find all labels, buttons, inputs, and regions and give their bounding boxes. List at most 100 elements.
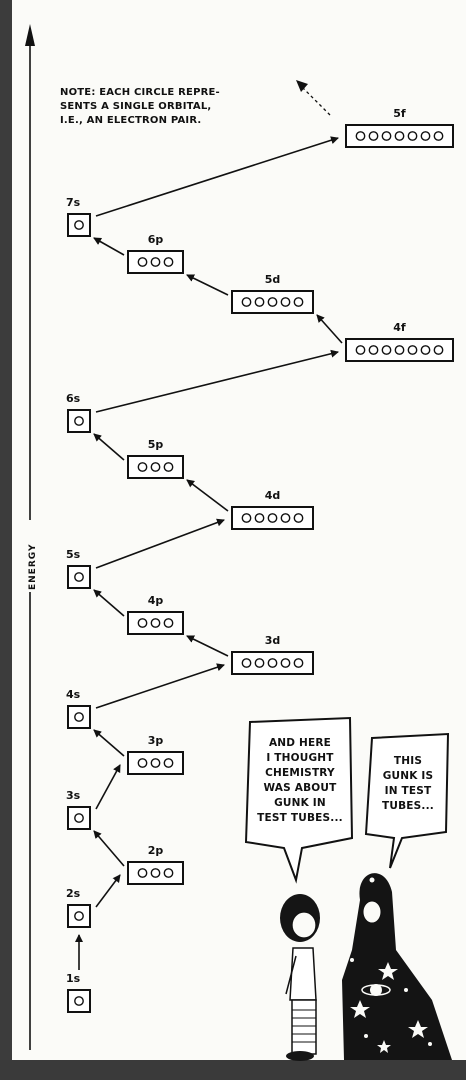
orbital-4f: 4f — [345, 321, 454, 362]
note-line-3: I.E., AN ELECTRON PAIR. — [60, 115, 201, 126]
orbital-circle — [381, 345, 392, 355]
orbital-circle — [137, 257, 148, 267]
orbital-circle — [394, 345, 405, 355]
orbital-label-7s: 7s — [66, 196, 81, 209]
child-face — [291, 911, 317, 939]
orbital-box-4s — [67, 705, 91, 729]
orbital-circle — [241, 513, 252, 523]
bubble-right-line-3: IN TEST — [385, 785, 432, 797]
orbital-5f: 5f — [345, 107, 454, 148]
orbital-label-5s: 5s — [66, 548, 81, 561]
orbital-box-3s — [67, 806, 91, 830]
orbital-circle — [163, 257, 174, 267]
child-arm — [285, 955, 297, 995]
wizard-stars — [350, 877, 432, 1053]
arrow-2s-to-2p — [95, 874, 121, 908]
energy-axis-label: ENERGY — [28, 544, 38, 590]
orbital-label-1s: 1s — [66, 972, 81, 985]
orbital-3s: 3s — [66, 789, 91, 830]
energy-axis-arrowhead — [25, 24, 35, 46]
arrow-3d-to-4p — [186, 635, 229, 657]
orbital-circle — [74, 416, 84, 426]
arrow-4p-to-5s — [93, 589, 125, 617]
arrow-6p-to-7s — [93, 237, 125, 256]
orbital-circle — [150, 758, 161, 768]
orbital-4s: 4s — [66, 688, 91, 729]
arrow-2p-to-3s — [93, 830, 125, 867]
note-arrowhead — [296, 80, 308, 92]
note-dashed-arrow — [299, 84, 331, 116]
orbital-circle — [241, 297, 252, 307]
orbital-2p: 2p — [127, 844, 184, 885]
arrow-5s-to-4d — [95, 518, 225, 569]
note-text: NOTE: EACH CIRCLE REPRE- SENTS A SINGLE … — [60, 87, 220, 126]
orbital-circle — [137, 758, 148, 768]
orbital-5s: 5s — [66, 548, 91, 589]
bubble-left-line-4: WAS ABOUT — [264, 782, 338, 794]
orbital-label-3s: 3s — [66, 789, 81, 802]
child-shoes — [286, 1051, 314, 1061]
orbital-circle — [74, 813, 84, 823]
orbital-circle — [163, 618, 174, 628]
orbital-circle — [407, 131, 418, 141]
orbital-circle — [280, 513, 291, 523]
arrow-7s-to-5f — [95, 136, 339, 217]
orbital-circle — [163, 758, 174, 768]
orbital-circle — [433, 131, 444, 141]
orbital-circle — [74, 572, 84, 582]
orbital-circle — [74, 996, 84, 1006]
orbital-box-4d — [231, 506, 314, 530]
orbital-label-6s: 6s — [66, 392, 81, 405]
orbital-label-5f: 5f — [393, 107, 406, 120]
orbital-circle — [267, 297, 278, 307]
orbital-label-3p: 3p — [148, 734, 164, 747]
orbital-box-3p — [127, 751, 184, 775]
speech-bubble-right-outline — [364, 732, 450, 869]
arrow-4d-to-5p — [186, 479, 229, 512]
wizard-character — [342, 873, 452, 1060]
bubble-left-line-3: CHEMISTRY — [265, 767, 335, 779]
orbital-label-3d: 3d — [265, 634, 281, 647]
orbital-circle — [368, 131, 379, 141]
orbital-circle — [137, 868, 148, 878]
orbital-circle — [150, 868, 161, 878]
orbital-label-4d: 4d — [265, 489, 281, 502]
orbital-box-4f — [345, 338, 454, 362]
orbital-circle — [150, 462, 161, 472]
orbital-box-2s — [67, 904, 91, 928]
left-border — [0, 0, 12, 1080]
child-legs — [291, 999, 317, 1055]
orbital-circle — [241, 658, 252, 668]
orbital-box-6s — [67, 409, 91, 433]
orbital-circle — [74, 220, 84, 230]
orbital-box-2p — [127, 861, 184, 885]
bubble-left-line-6: TEST TUBES... — [257, 812, 343, 824]
orbital-label-4f: 4f — [393, 321, 406, 334]
orbital-label-6p: 6p — [148, 233, 164, 246]
orbital-circle — [163, 868, 174, 878]
bubble-right-line-1: THIS — [394, 755, 422, 767]
orbital-4p: 4p — [127, 594, 184, 635]
bubble-left-line-2: I THOUGHT — [266, 752, 334, 764]
speech-bubble-right: THIS GUNK IS IN TEST TUBES... — [364, 732, 450, 869]
orbital-circle — [280, 297, 291, 307]
orbital-label-5d: 5d — [265, 273, 281, 286]
wizard-face — [362, 900, 382, 924]
orbital-circle — [381, 131, 392, 141]
bubble-left-line-5: GUNK IN — [274, 797, 326, 809]
orbital-box-5p — [127, 455, 184, 479]
arrow-layer — [75, 136, 343, 970]
speech-bubble-left-outline — [244, 716, 354, 884]
bottom-border — [0, 1060, 466, 1080]
arrow-3s-to-3p — [95, 764, 121, 810]
arrow-6s-to-4f — [95, 349, 339, 413]
orbital-2s: 2s — [66, 887, 91, 928]
orbital-label-4p: 4p — [148, 594, 164, 607]
orbital-5p: 5p — [127, 438, 184, 479]
orbital-5d: 5d — [231, 273, 314, 314]
orbital-circle — [163, 462, 174, 472]
child-character — [280, 894, 320, 1061]
orbital-4d: 4d — [231, 489, 314, 530]
speech-bubble-left: AND HERE I THOUGHT CHEMISTRY WAS ABOUT G… — [244, 716, 354, 884]
